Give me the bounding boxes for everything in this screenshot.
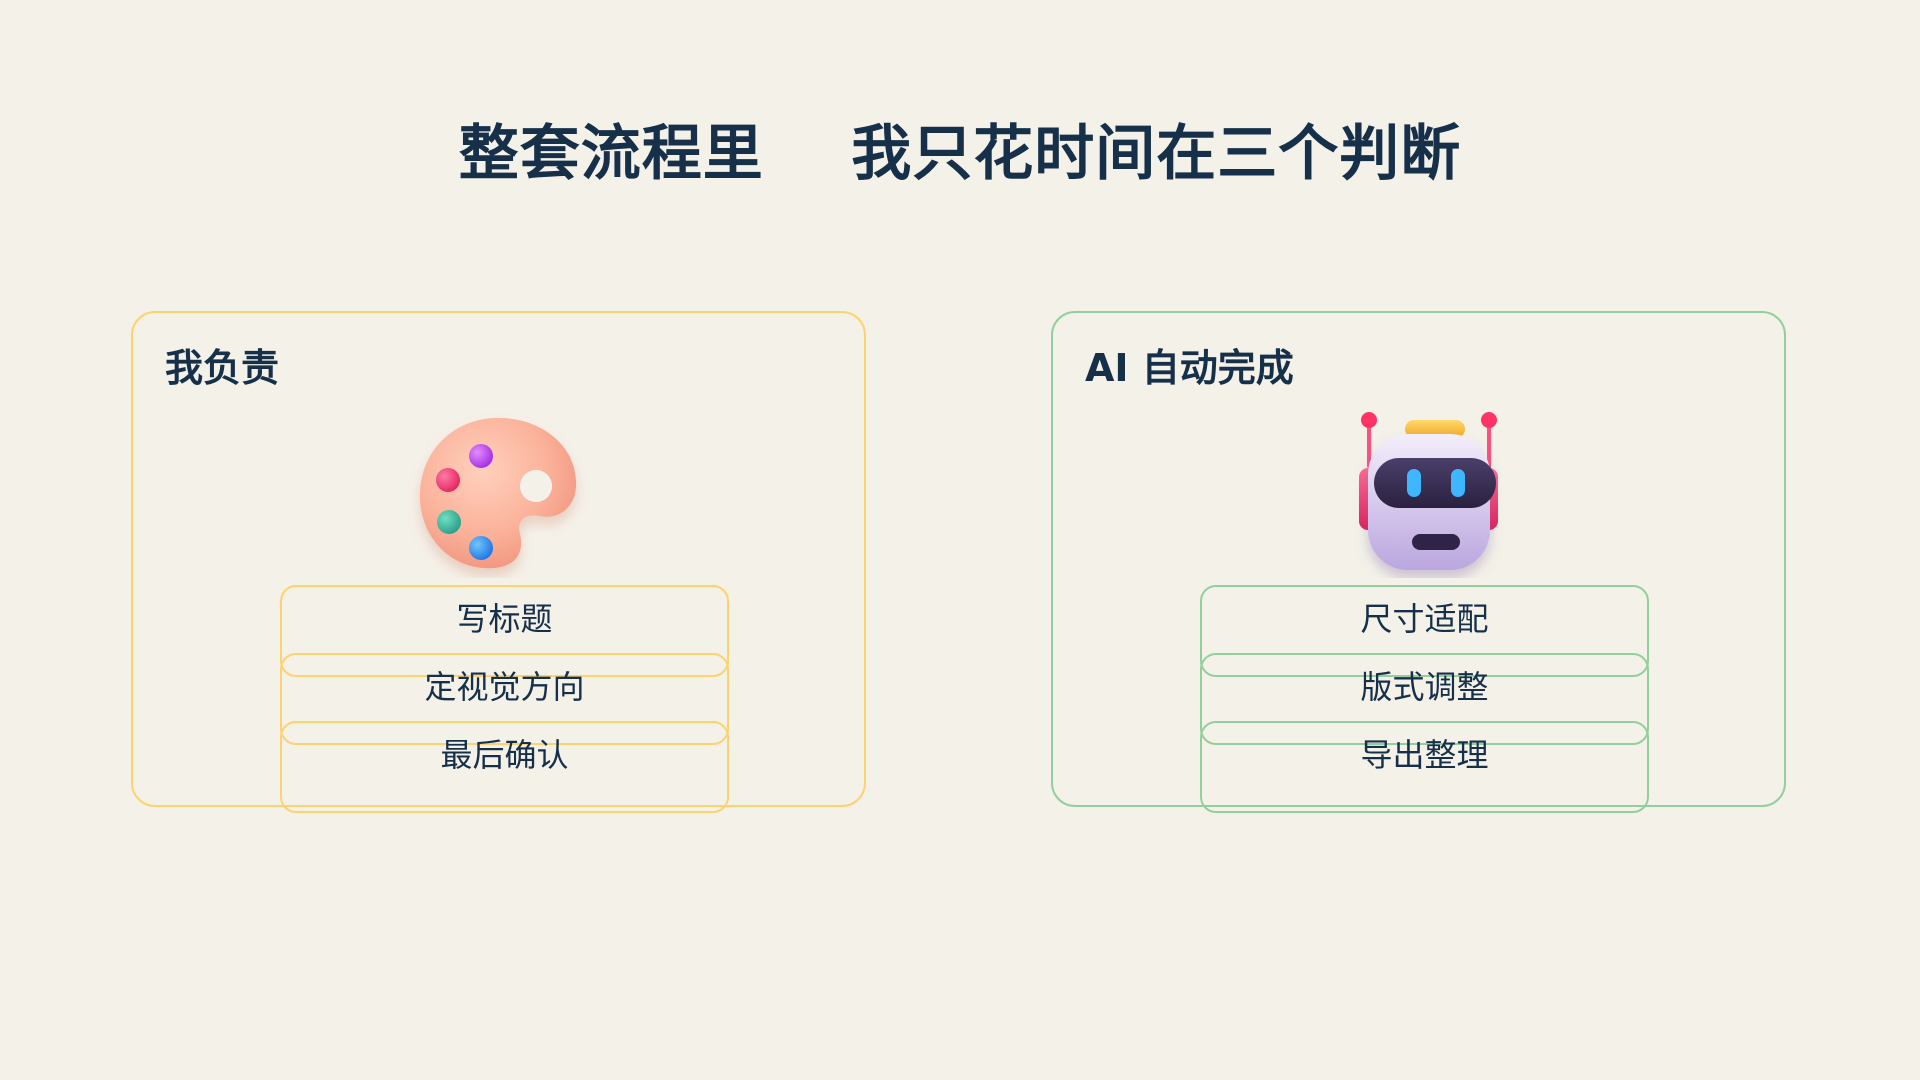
panel-label: AI 自动完成 — [1085, 346, 1294, 390]
step-item: 版式调整 — [1200, 653, 1649, 745]
page-title: 整套流程里 我只花时间在三个判断 — [458, 119, 1462, 189]
step-item: 写标题 — [280, 585, 729, 677]
robot-icon — [1328, 408, 1513, 578]
step-item: 定视觉方向 — [280, 653, 729, 745]
panel-label: 我负责 — [165, 346, 280, 390]
palette-icon — [408, 408, 593, 578]
panel-ai-auto: AI 自动完成 — [1051, 311, 1786, 813]
step-item: 导出整理 — [1200, 721, 1649, 813]
panel-me-responsible: 我负责 — [131, 311, 866, 813]
step-item: 最后确认 — [280, 721, 729, 813]
step-item: 尺寸适配 — [1200, 585, 1649, 677]
